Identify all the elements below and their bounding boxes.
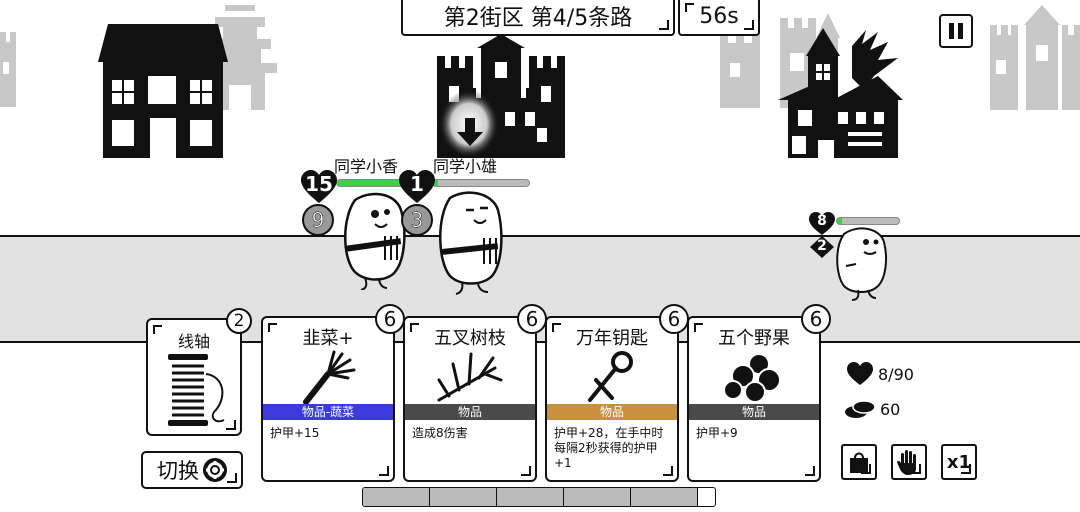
ally2-hp-bar: [432, 179, 530, 187]
enemy-character: [836, 227, 887, 301]
hand-icon: [897, 450, 916, 475]
card-category: 物品: [405, 404, 535, 420]
ally1-hp: 15: [305, 172, 333, 196]
enemy-hp-bar: [836, 217, 900, 225]
haunted-house-icon: [778, 28, 903, 158]
spool-card[interactable]: 线轴 2: [146, 308, 252, 436]
bg-tower-left-icon: [0, 32, 16, 107]
key-icon: [588, 351, 633, 402]
wave-segment: [564, 488, 632, 506]
ally2-name: 同学小雄: [433, 157, 498, 176]
card-category: 物品-蔬菜: [263, 404, 393, 420]
ally2-armor: 3: [401, 204, 433, 236]
location-label: 第2街区 第4/5条路: [443, 6, 633, 31]
card-title: 五叉树枝: [434, 328, 506, 349]
enemy-hp: 8: [817, 213, 827, 229]
spool-title: 线轴: [177, 332, 210, 351]
enemy-armor: 2: [817, 238, 827, 254]
bag-icon: [850, 452, 868, 473]
card-desc: 造成8伤害: [412, 426, 468, 440]
card-category: 物品: [547, 404, 677, 420]
heart-icon: [847, 362, 873, 385]
castle-icon: [437, 28, 565, 158]
hand-button[interactable]: [891, 444, 927, 480]
thread-spool-icon: [168, 354, 225, 426]
card-cost: 6: [659, 304, 689, 334]
speed-button[interactable]: x1: [941, 444, 977, 480]
health-stat: 8/90: [846, 362, 914, 386]
card-desc: 护甲+15: [270, 426, 320, 440]
bg-castle-icon: [720, 13, 840, 108]
card-title: 万年钥匙: [576, 328, 648, 349]
wave-segment: [497, 488, 565, 506]
card-cost: 6: [801, 304, 831, 334]
timer-label: 56s: [699, 3, 739, 29]
ally1-name: 同学小香: [334, 157, 399, 176]
health-value: 8/90: [878, 364, 914, 384]
card-leek[interactable]: 韭菜+ 物品-蔬菜 护甲+15 6: [261, 304, 405, 482]
lifebuoy-icon: [203, 458, 227, 482]
switch-label: 切换: [157, 459, 199, 483]
ally2-heart-icon: [399, 170, 435, 203]
enemy-armor-shield-icon: [810, 236, 834, 258]
card-title: 五个野果: [718, 328, 790, 349]
card-fruits[interactable]: 五个野果 物品 护甲+9 6: [687, 304, 831, 482]
card-title: 韭菜+: [302, 328, 354, 349]
wave-segment: [430, 488, 498, 506]
coins-value: 60: [880, 399, 901, 419]
branch-icon: [437, 352, 503, 402]
card-branch[interactable]: 五叉树枝 物品 造成8伤害 6: [403, 304, 547, 482]
card-cost: 6: [375, 304, 405, 334]
card-key[interactable]: 万年钥匙 物品 护甲+28，在手中时每隔2秒获得的护甲+1 6: [545, 304, 689, 482]
bag-button[interactable]: [841, 444, 877, 480]
ally1-heart-icon: [301, 170, 337, 203]
ally2-character: [439, 191, 503, 295]
wild-fruits-icon: [723, 353, 781, 403]
speed-label: x1: [946, 451, 972, 473]
enemy-heart-icon: [809, 212, 835, 235]
location-panel: 第2街区 第4/5条路: [401, 0, 675, 36]
card-cost: 6: [517, 304, 547, 334]
wave-segment: [363, 488, 431, 506]
card-category: 物品: [689, 404, 819, 420]
ally2-hp: 1: [410, 172, 424, 196]
card-desc: 护甲+9: [696, 426, 738, 440]
bg-castle-right-icon: [990, 5, 1080, 110]
ally1-armor: 9: [302, 204, 334, 236]
bg-pagoda-icon: [203, 5, 277, 110]
spool-cost: 2: [226, 308, 252, 334]
timer-panel: 56s: [678, 0, 760, 36]
switch-button[interactable]: 切换: [141, 451, 243, 489]
leek-icon: [303, 350, 356, 404]
card-desc: 护甲+28，在手中时每隔2秒获得的护甲+1: [554, 426, 664, 470]
coins-stat: 60: [844, 398, 900, 420]
house-icon: [98, 24, 228, 158]
coins-icon: [845, 400, 876, 418]
wave-segment: [631, 488, 699, 506]
wave-progress: [362, 487, 716, 507]
pause-icon: [947, 23, 965, 39]
pause-button[interactable]: [939, 14, 973, 48]
ally1-character: [344, 192, 406, 290]
